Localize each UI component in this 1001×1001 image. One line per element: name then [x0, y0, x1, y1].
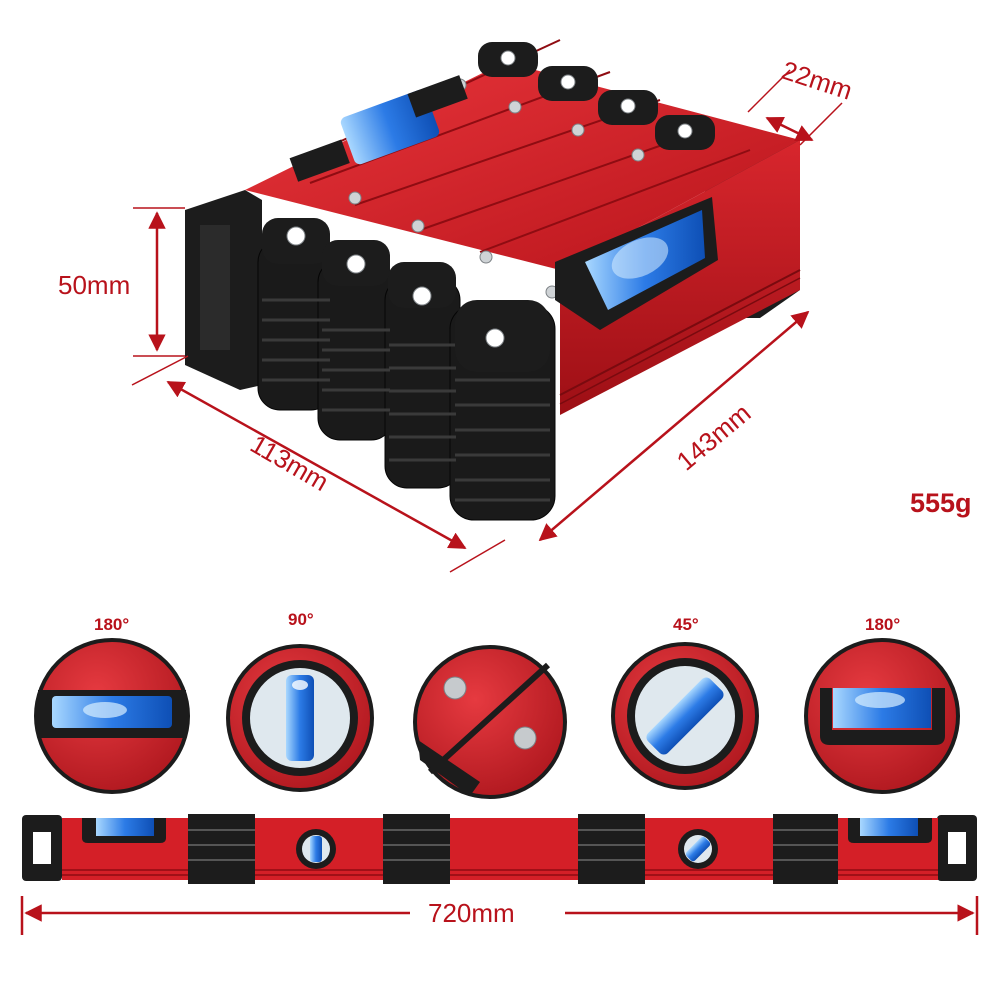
weight-label: 555g: [910, 488, 972, 518]
detail-circle-180-left: [34, 638, 190, 794]
angle-label-3: 45°: [673, 615, 699, 634]
detail-circle-hinge: [413, 645, 567, 799]
angle-labels: 180° 90° 45° 180°: [94, 610, 900, 634]
angle-label-2: 90°: [288, 610, 314, 629]
detail-circle-45: [611, 642, 759, 790]
length-dimension-label: 143mm: [671, 398, 757, 477]
detail-circle-180-right: [804, 638, 960, 794]
extended-length-label: 720mm: [428, 898, 515, 928]
extended-length-dimension: [20, 896, 979, 935]
detail-circle-90: [226, 644, 374, 792]
extended-level-bar: [22, 814, 977, 884]
angle-label-4: 180°: [865, 615, 900, 634]
folded-level: [185, 39, 801, 521]
height-dimension-label: 50mm: [58, 270, 130, 300]
thickness-dimension-label: 22mm: [778, 55, 856, 106]
dimension-lines: [131, 69, 843, 573]
angle-label-1: 180°: [94, 615, 129, 634]
width-dimension-label: 113mm: [245, 429, 333, 497]
